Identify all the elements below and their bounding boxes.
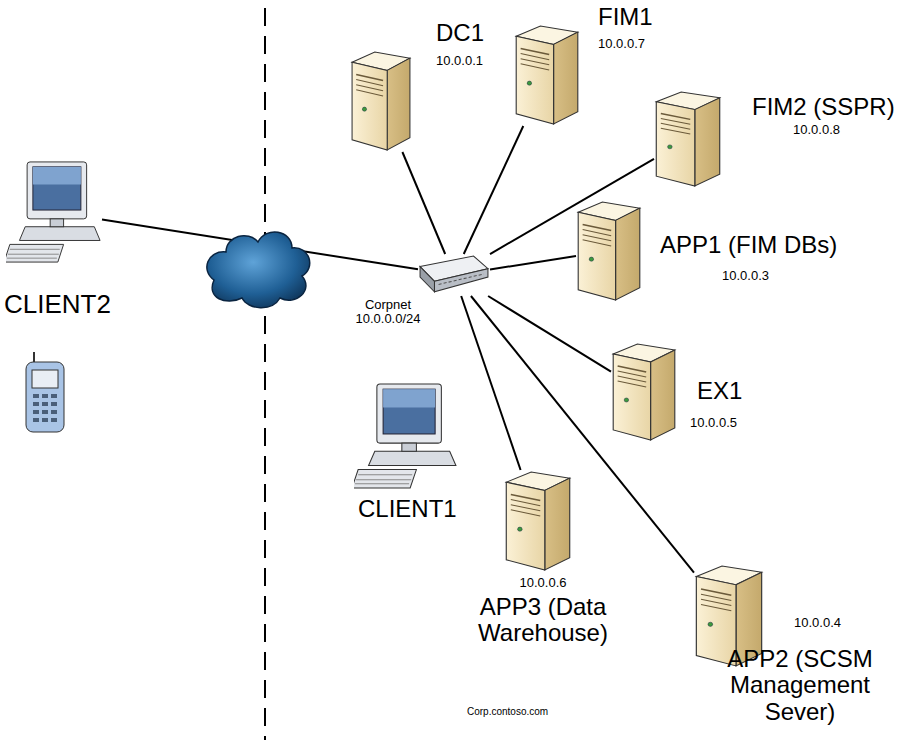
network-link [464, 126, 524, 254]
ip-address: 10.0.0.7 [598, 37, 645, 51]
network-link [488, 296, 611, 372]
server: EX110.0.0.5 [611, 342, 677, 442]
host-name: CLIENT2 [4, 290, 111, 319]
host-name: DC1 [436, 20, 484, 46]
boundary-line [264, 8, 266, 740]
internet-cloud [207, 232, 310, 308]
ip-address: 10.0.0.6 [503, 576, 583, 590]
server-icon [611, 342, 677, 442]
server-icon [514, 24, 580, 126]
server-icon [350, 50, 412, 152]
network-switch: Corpnet 10.0.0.0/24 [418, 254, 490, 296]
host-name: FIM2 (SSPR) [752, 94, 895, 120]
host-name: EX1 [697, 378, 742, 404]
server-icon [504, 470, 572, 572]
network-switch-icon [418, 254, 490, 296]
host-name: APP3 (Data Warehouse) [468, 594, 618, 647]
client-computer-icon [354, 380, 458, 492]
host-name: APP2 (SCSM Management Sever) [722, 646, 878, 725]
network-link [490, 256, 576, 269]
server-icon [576, 200, 642, 302]
ip-address: 10.0.0.8 [793, 123, 840, 137]
host-name: FIM1 [598, 4, 653, 30]
server: 10.0.0.4APP2 (SCSM Management Sever) [694, 564, 764, 668]
server-icon [654, 90, 722, 188]
server: FIM110.0.0.7 [514, 24, 580, 126]
server: 10.0.0.6APP3 (Data Warehouse) [504, 470, 572, 572]
client-computer: CLIENT2 [6, 158, 102, 266]
network-link [402, 152, 445, 254]
client-computer-icon [6, 158, 102, 266]
host-name: CLIENT1 [358, 496, 457, 522]
ip-address: 10.0.0.4 [794, 616, 841, 630]
ip-address: 10.0.0.5 [690, 416, 737, 430]
server: FIM2 (SSPR)10.0.0.8 [654, 90, 722, 188]
mobile-phone [26, 352, 64, 432]
server: DC110.0.0.1 [350, 50, 412, 152]
ip-address: Corpnet 10.0.0.0/24 [353, 298, 423, 327]
ip-address: 10.0.0.3 [722, 269, 769, 283]
domain-name: Corp.contoso.com [467, 706, 548, 717]
client-computer: CLIENT1 [354, 380, 458, 492]
network-link [471, 296, 694, 573]
server: APP1 (FIM DBs)10.0.0.3 [576, 200, 642, 302]
host-name: APP1 (FIM DBs) [660, 232, 837, 258]
ip-address: 10.0.0.1 [436, 54, 483, 68]
